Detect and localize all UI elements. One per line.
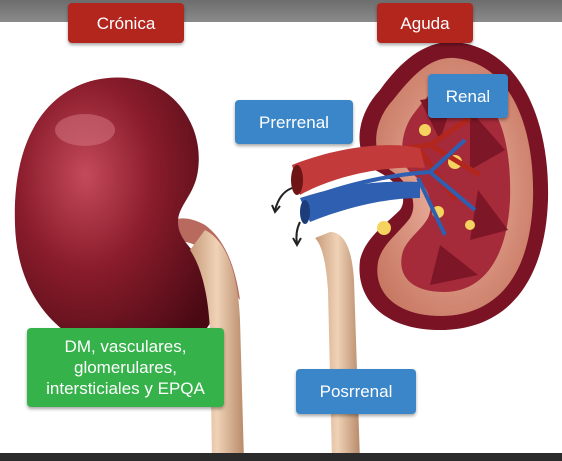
chronic-causes-label: DM, vasculares, glomerulares, interstici… bbox=[27, 328, 224, 407]
bottom-bar bbox=[0, 453, 562, 461]
chronic-kidney-body bbox=[15, 77, 217, 356]
renal-label: Renal bbox=[428, 74, 508, 118]
postrenal-label: Posrrenal bbox=[296, 369, 416, 414]
acute-label: Aguda bbox=[377, 3, 473, 43]
chronic-label: Crónica bbox=[68, 3, 184, 43]
acute-ureter bbox=[315, 232, 360, 461]
prerenal-label: Prerrenal bbox=[235, 100, 353, 144]
